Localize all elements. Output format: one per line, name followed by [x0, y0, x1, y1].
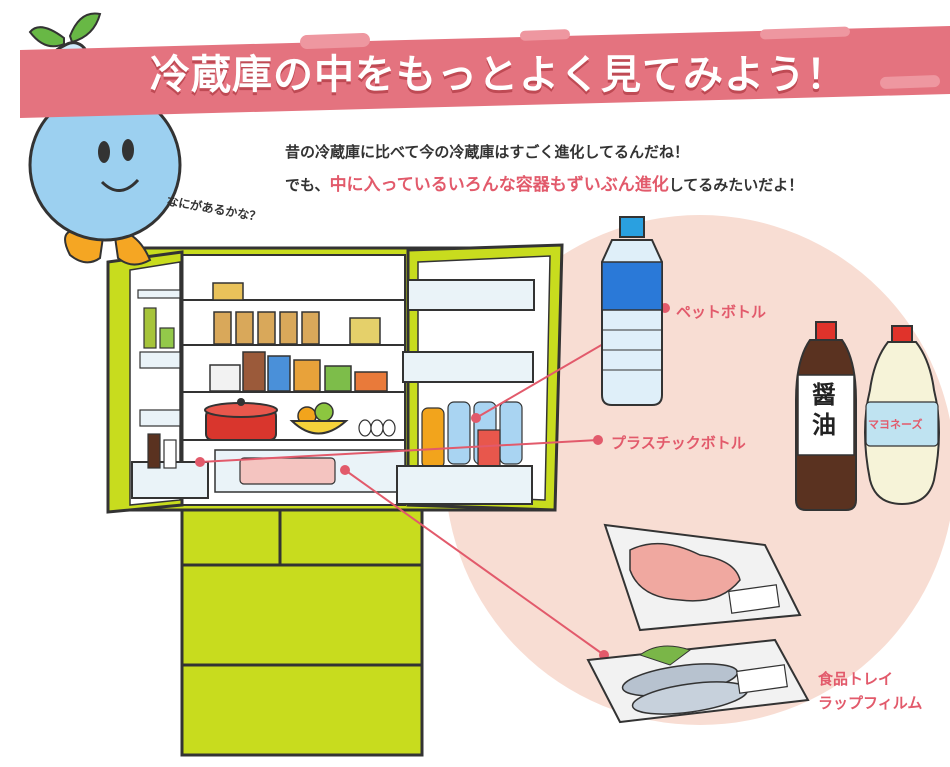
fruit-bowl: [289, 402, 349, 435]
intro-line-2: でも、中に入っているいろんな容器もずいぶん進化してるみたいだよ！: [285, 170, 803, 195]
label-pet-bottle: ペットボトル: [676, 303, 767, 321]
mayonnaise-bottle-illustration: [864, 325, 940, 506]
refrigerator: [106, 243, 564, 757]
red-pot: [204, 398, 278, 441]
label-food-tray: 食品トレイ: [818, 670, 894, 688]
mascot-character: [28, 12, 182, 266]
meat-tray-illustration: [603, 523, 802, 632]
soy-sauce-bottle-illustration: [795, 321, 857, 511]
mayonnaise-label: マヨネーズ: [868, 418, 923, 431]
pet-bottle-illustration: [601, 216, 663, 406]
intro-line-2-prefix: でも、: [285, 176, 330, 194]
label-wrap-film: ラップフィルム: [818, 694, 923, 712]
soy-sauce-label: 醤油: [812, 381, 836, 439]
jars-row: [213, 311, 381, 345]
fish-tray-illustration: [586, 638, 810, 724]
title-banner: [0, 26, 950, 118]
intro-line-1: 昔の冷蔵庫に比べて今の冷蔵庫はすごく進化してるんだね！: [285, 143, 689, 161]
eggs: [358, 419, 396, 437]
intro-highlight: 中に入っているいろんな容器もずいぶん進化: [329, 175, 669, 195]
intro-line-2-suffix: してるみたいだよ！: [668, 176, 804, 194]
page-title: 冷蔵庫の中をもっとよく見てみよう！: [150, 52, 847, 98]
label-plastic-bottle: プラスチックボトル: [611, 434, 746, 452]
